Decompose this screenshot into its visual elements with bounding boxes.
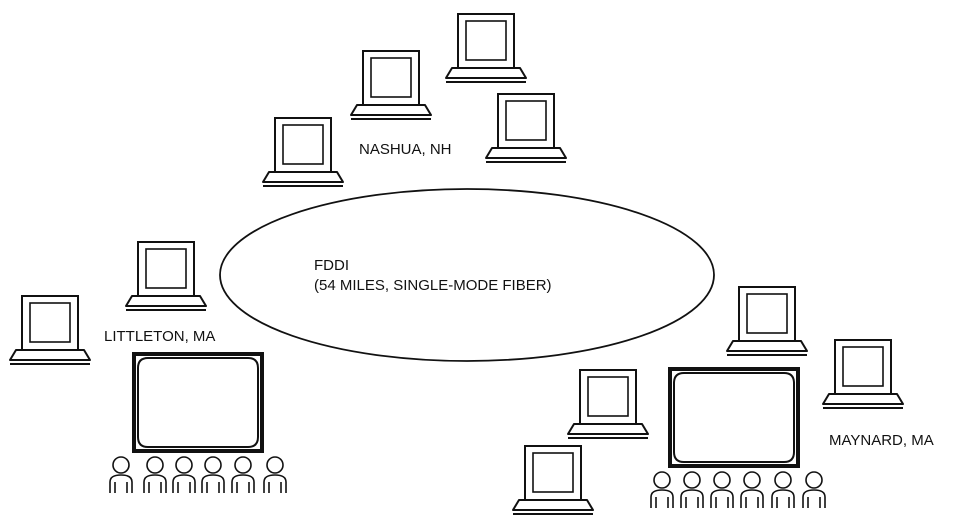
person-icon	[231, 456, 255, 494]
workstation-icon	[567, 369, 649, 439]
workstation-icon	[9, 295, 91, 365]
person-icon	[680, 471, 704, 509]
workstation-icon	[262, 117, 344, 187]
workstation-icon	[822, 339, 904, 409]
projection-screen-icon	[668, 367, 800, 468]
site-label-nashua: NASHUA, NH	[359, 141, 452, 158]
projection-screen-icon	[132, 352, 264, 453]
fddi-ring	[219, 188, 715, 362]
person-icon	[172, 456, 196, 494]
person-icon	[263, 456, 287, 494]
audience	[650, 471, 826, 509]
person-icon	[201, 456, 225, 494]
littleton-site	[9, 241, 287, 494]
maynard-site	[512, 286, 904, 515]
nashua-workstations	[262, 13, 567, 187]
person-icon	[710, 471, 734, 509]
workstation-icon	[726, 286, 808, 356]
workstation-icon	[485, 93, 567, 163]
site-label-maynard: MAYNARD, MA	[829, 432, 934, 449]
workstation-icon	[445, 13, 527, 83]
ring-label-detail: (54 MILES, SINGLE-MODE FIBER)	[314, 277, 552, 294]
workstation-icon	[125, 241, 207, 311]
site-label-littleton: LITTLETON, MA	[104, 328, 216, 345]
person-icon	[650, 471, 674, 509]
workstation-icon	[512, 445, 594, 515]
person-icon	[143, 456, 167, 494]
person-icon	[740, 471, 764, 509]
person-icon	[771, 471, 795, 509]
person-icon	[802, 471, 826, 509]
workstation-icon	[350, 50, 432, 120]
person-icon	[109, 456, 133, 494]
audience	[109, 456, 287, 494]
ring-label-title: FDDI	[314, 257, 349, 274]
